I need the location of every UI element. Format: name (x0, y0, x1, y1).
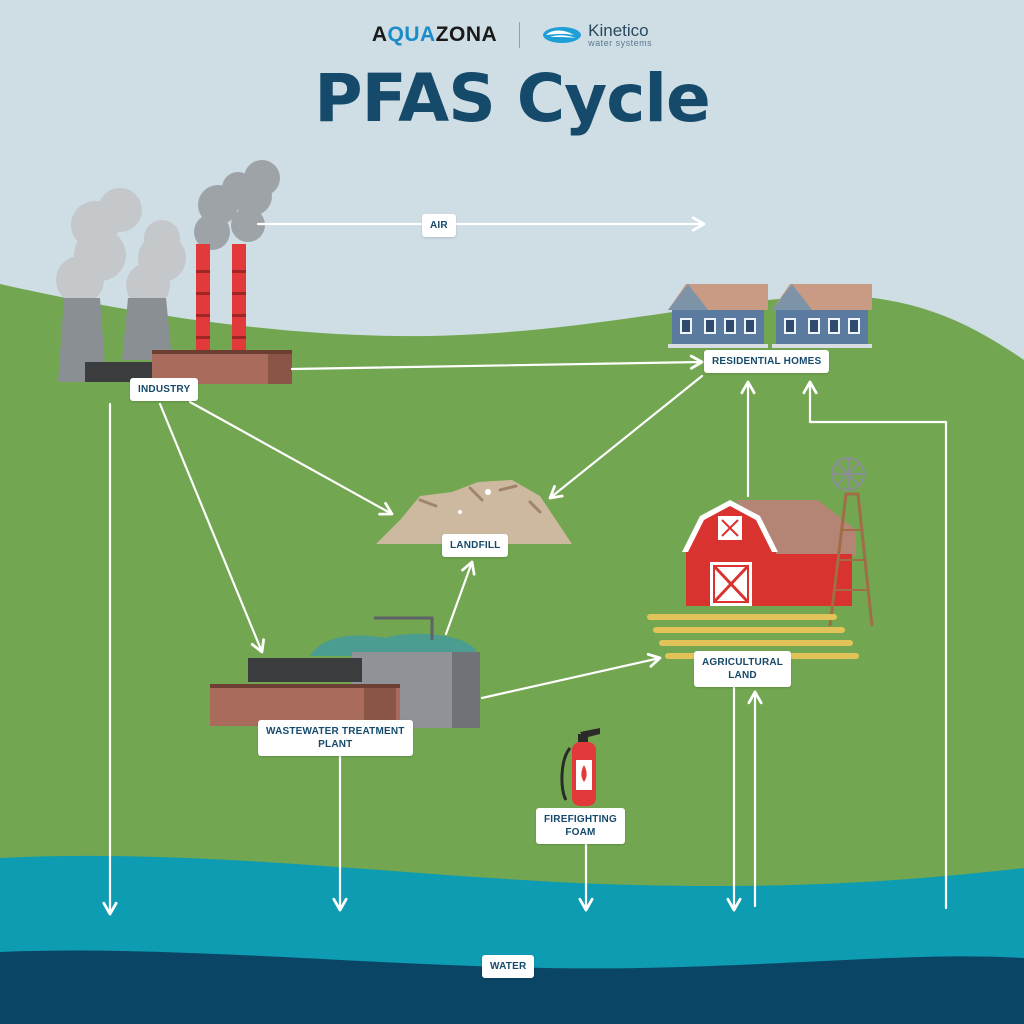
industry-illustration (56, 160, 292, 384)
barn-illustration (682, 500, 856, 606)
aquazona-logo: AQUAZONA (371, 23, 498, 46)
label-industry: INDUSTRY (130, 378, 199, 401)
page-title: PFAS Cycle (314, 60, 710, 137)
landfill-illustration (376, 480, 572, 544)
arrow-water-to-residential (802, 380, 948, 910)
grass-field (0, 284, 1024, 1024)
fire-extinguisher-illustration (560, 728, 600, 806)
arrow-wastewater-to-landfill (444, 560, 476, 636)
arrow-residential-to-landfill (548, 374, 704, 500)
label-firefighting-foam: FIREFIGHTING FOAM (536, 808, 625, 844)
kinetico-logo: Kinetico water systems (542, 22, 652, 48)
deep-water-band (0, 950, 1024, 1024)
label-air: AIR (422, 214, 456, 237)
kinetico-swoosh-icon (543, 27, 582, 43)
label-agricultural-land: AGRICULTURAL LAND (694, 651, 792, 687)
label-residential-homes: RESIDENTIAL HOMES (704, 350, 830, 373)
label-wastewater-treatment-plant: WASTEWATER TREATMENT PLANT (258, 720, 413, 756)
arrow-wastewater-to-agricultural (480, 652, 662, 700)
arrow-industry-to-wastewater (158, 402, 265, 654)
residential-homes-illustration (668, 284, 872, 348)
windmill-illustration (828, 457, 874, 627)
wastewater-plant-illustration (210, 616, 480, 728)
brand-logos: AQUAZONA Kinetico water systems (0, 22, 1024, 48)
label-landfill: LANDFILL (442, 534, 509, 557)
logo-divider (519, 22, 521, 48)
arrow-industry-to-residential (290, 354, 704, 371)
flow-arrows (102, 216, 948, 916)
arrow-industry-to-landfill (188, 400, 394, 516)
label-water: WATER (482, 955, 535, 978)
